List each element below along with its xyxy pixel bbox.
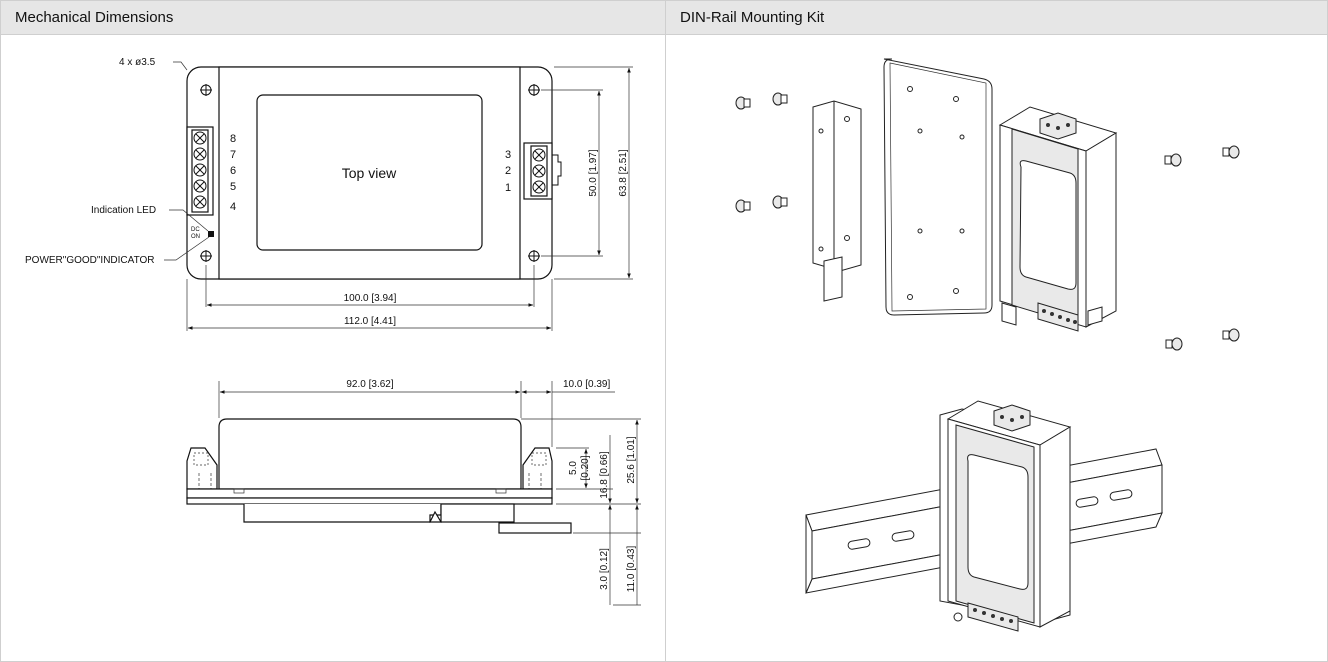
side-view-rail xyxy=(243,504,442,523)
mounting-hole-icon xyxy=(528,250,540,262)
panel-title-mechanical-dimensions: Mechanical Dimensions xyxy=(1,1,665,35)
dim-hole-spacing-height: 50.0 [1.97] xyxy=(588,149,599,196)
terminal-screw-icon xyxy=(193,195,207,209)
power-good-callout-label: POWER"GOOD"INDICATOR xyxy=(25,255,155,266)
dim-hole-spacing-width: 100.0 [3.94] xyxy=(344,293,397,304)
terminal-screw-icon xyxy=(532,148,546,162)
din-rail-kit-panel: DIN-Rail Mounting Kit xyxy=(666,1,1327,661)
screw-icon xyxy=(1222,145,1240,159)
terminal-screw-icon xyxy=(532,164,546,178)
screw-icon xyxy=(735,96,751,110)
side-clip-left xyxy=(186,447,218,490)
terminal-screw-icon xyxy=(193,163,207,177)
dim-16-8: 16.8 [0.66] xyxy=(599,451,610,498)
dc-on-label: DC xyxy=(191,227,200,233)
pin-label: 2 xyxy=(505,165,511,177)
panel-title-din-rail-kit: DIN-Rail Mounting Kit xyxy=(666,1,1327,35)
mechanical-dimensions-panel: Mechanical Dimensions Top view xyxy=(1,1,666,661)
dim-25-6: 25.6 [1.01] xyxy=(626,436,637,483)
pin-label: 3 xyxy=(505,149,511,161)
screw-icon xyxy=(735,199,751,213)
dim-11-0: 11.0 [0.43] xyxy=(626,546,637,593)
terminal-screw-icon xyxy=(193,147,207,161)
terminal-screw-icon xyxy=(193,179,207,193)
dim-overall-height: 63.8 [2.51] xyxy=(618,149,629,196)
leader-line xyxy=(169,209,209,232)
side-clip-right xyxy=(522,447,553,490)
pin-label: 5 xyxy=(230,181,236,193)
screw-icon xyxy=(772,92,788,106)
pin-label: 4 xyxy=(230,201,236,213)
terminal-clip-icon xyxy=(552,154,562,186)
top-view-label: Top view xyxy=(342,165,397,181)
dim-overall-width: 112.0 [4.41] xyxy=(344,316,396,327)
side-view-base xyxy=(186,488,553,499)
hole-callout-label: 4 x ø3.5 xyxy=(119,57,156,68)
leader-line xyxy=(164,236,210,261)
side-view: 92.0 [3.62] 10.0 [0.39] 5.0 [0.20] 16.8 … xyxy=(186,379,641,606)
dim-0-20: [0.20] xyxy=(580,455,591,480)
pin-label: 7 xyxy=(230,149,236,161)
dim-flange: 10.0 [0.39] xyxy=(563,379,610,390)
mounting-hole-icon xyxy=(528,84,540,96)
dim-3-0: 3.0 [0.12] xyxy=(599,548,610,590)
pin-label: 1 xyxy=(505,182,511,194)
terminal-screw-icon xyxy=(532,180,546,194)
mounting-hole-icon xyxy=(200,250,212,262)
assembled-psu-side xyxy=(1039,426,1071,628)
mounting-hole-icon xyxy=(200,84,212,96)
screw-icon xyxy=(1164,153,1182,167)
psu-side-face xyxy=(1085,132,1117,328)
top-view: Top view xyxy=(25,57,633,331)
screw-icon xyxy=(1222,328,1240,342)
led-callout-label: Indication LED xyxy=(91,205,156,216)
leader-line xyxy=(173,61,188,71)
mechanical-drawing: Top view xyxy=(25,57,641,606)
pin-label: 6 xyxy=(230,165,236,177)
exploded-kit xyxy=(735,58,1240,351)
din-rail-illustration xyxy=(735,58,1240,632)
assembled-psu-label xyxy=(967,454,1029,590)
indication-led-icon xyxy=(208,231,214,237)
dim-body-width: 92.0 [3.62] xyxy=(346,379,393,390)
left-terminal-block xyxy=(186,126,214,216)
top-view-label-area xyxy=(256,94,483,251)
right-terminal-block xyxy=(523,142,562,200)
mounting-plate xyxy=(883,58,993,316)
dim-5-0: 5.0 xyxy=(568,461,579,475)
assembled-din-rail xyxy=(805,400,1163,632)
dc-on-label: ON xyxy=(191,234,200,240)
screw-icon xyxy=(772,195,788,209)
screw-icon xyxy=(1165,337,1183,351)
pin-label: 8 xyxy=(230,133,236,145)
side-view-body xyxy=(218,418,522,490)
terminal-screw-icon xyxy=(193,131,207,145)
psu-label-panel xyxy=(1019,160,1077,290)
